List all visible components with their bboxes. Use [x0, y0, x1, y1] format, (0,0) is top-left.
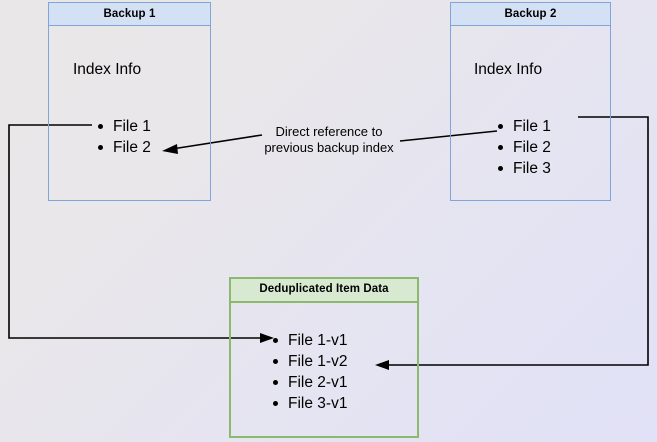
list-item: File 2-v1	[271, 372, 347, 393]
file-label: File 3-v1	[288, 395, 348, 412]
list-item: File 2	[496, 137, 551, 158]
backup-1-file-list: File 1 File 2	[96, 116, 151, 158]
annotation-direct-reference: Direct reference to previous backup inde…	[264, 124, 394, 155]
bullet-icon	[98, 145, 103, 150]
node-dedup-body: File 1-v1 File 1-v2 File 2-v1 File 3-v1	[231, 303, 417, 436]
list-item: File 2	[96, 137, 151, 158]
bullet-icon	[273, 401, 278, 406]
node-backup-1-title: Backup 1	[49, 3, 210, 26]
file-label: File 2	[513, 139, 551, 156]
list-item: File 1-v2	[271, 351, 347, 372]
node-backup-2-title: Backup 2	[451, 3, 610, 26]
file-label: File 2	[113, 139, 151, 156]
dedup-file-list: File 1-v1 File 1-v2 File 2-v1 File 3-v1	[271, 330, 347, 414]
node-backup-2: Backup 2 Index Info File 1 File 2 File 3	[450, 2, 611, 201]
file-label: File 1	[513, 118, 551, 135]
file-label: File 1	[113, 118, 151, 135]
bullet-icon	[498, 124, 503, 129]
bullet-icon	[498, 166, 503, 171]
list-item: File 1	[96, 116, 151, 137]
bullet-icon	[98, 124, 103, 129]
node-backup-2-body: Index Info File 1 File 2 File 3	[451, 26, 610, 200]
file-label: File 3	[513, 160, 551, 177]
node-deduplicated-item-data: Deduplicated Item Data File 1-v1 File 1-…	[229, 277, 419, 438]
list-item: File 1-v1	[271, 330, 347, 351]
file-label: File 1-v1	[288, 332, 348, 349]
bullet-icon	[273, 359, 278, 364]
list-item: File 3	[496, 158, 551, 179]
node-backup-1-body: Index Info File 1 File 2	[49, 26, 210, 200]
node-dedup-title: Deduplicated Item Data	[231, 279, 417, 303]
file-label: File 2-v1	[288, 374, 348, 391]
file-label: File 1-v2	[288, 353, 348, 370]
backup-2-index-info-label: Index Info	[474, 61, 543, 78]
list-item: File 1	[496, 116, 551, 137]
list-item: File 3-v1	[271, 393, 347, 414]
backup-1-index-info-label: Index Info	[73, 61, 142, 78]
bullet-icon	[273, 380, 278, 385]
backup-2-file-list: File 1 File 2 File 3	[496, 116, 551, 179]
bullet-icon	[498, 145, 503, 150]
bullet-icon	[273, 338, 278, 343]
node-backup-1: Backup 1 Index Info File 1 File 2	[48, 2, 211, 201]
